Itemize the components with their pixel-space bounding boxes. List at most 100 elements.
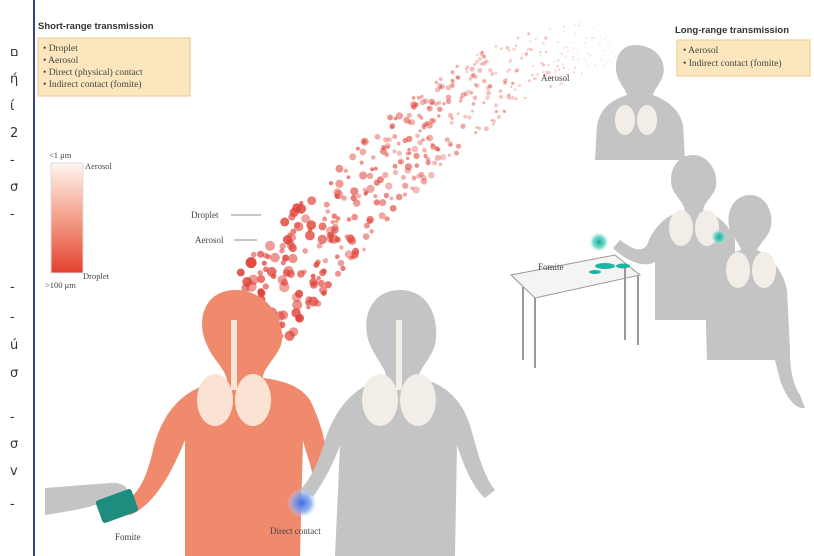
particle bbox=[302, 248, 308, 254]
particle bbox=[554, 61, 556, 63]
particle bbox=[600, 46, 601, 47]
particle bbox=[488, 84, 492, 88]
particle bbox=[390, 205, 397, 212]
particle bbox=[527, 32, 530, 35]
particle bbox=[484, 126, 489, 131]
particle bbox=[296, 315, 302, 321]
particle bbox=[587, 53, 589, 55]
particle bbox=[500, 48, 502, 50]
particle bbox=[596, 29, 597, 30]
particle bbox=[363, 188, 367, 192]
particle bbox=[450, 70, 454, 74]
particle bbox=[532, 65, 534, 67]
particle bbox=[482, 101, 485, 104]
particle bbox=[384, 193, 389, 198]
particle bbox=[601, 37, 602, 38]
particle bbox=[427, 135, 434, 142]
particle bbox=[351, 214, 358, 221]
direct-contact-label: Direct contact bbox=[270, 526, 321, 536]
particle bbox=[246, 257, 257, 268]
fomite-table-label: Fomite bbox=[538, 262, 564, 272]
particle bbox=[478, 57, 482, 61]
particle bbox=[422, 148, 427, 153]
particle bbox=[563, 31, 565, 33]
distant-person-top bbox=[595, 45, 685, 160]
sidebar-glyph: ή bbox=[10, 72, 18, 87]
particle bbox=[472, 102, 476, 106]
particle bbox=[567, 50, 569, 52]
long-range-item: • Aerosol bbox=[683, 46, 719, 56]
particle bbox=[533, 77, 535, 79]
particle bbox=[610, 61, 611, 62]
particle bbox=[593, 27, 594, 28]
particle bbox=[402, 183, 408, 189]
particle bbox=[450, 79, 454, 83]
particle bbox=[529, 48, 531, 50]
particle bbox=[323, 258, 328, 263]
particle bbox=[575, 66, 577, 68]
particle bbox=[415, 134, 420, 139]
short-range-item: • Droplet bbox=[43, 44, 78, 54]
particle bbox=[339, 245, 343, 249]
particle bbox=[350, 187, 358, 195]
particle bbox=[497, 115, 501, 119]
particle bbox=[591, 37, 593, 39]
particle bbox=[471, 110, 474, 113]
particle bbox=[466, 71, 469, 74]
particle bbox=[510, 86, 512, 88]
sidebar-glyph: v bbox=[10, 464, 18, 479]
particle bbox=[413, 153, 419, 159]
particle bbox=[380, 148, 387, 155]
particle bbox=[374, 167, 378, 171]
particle bbox=[607, 41, 608, 42]
particle bbox=[525, 53, 528, 56]
particle bbox=[263, 283, 269, 289]
particle bbox=[603, 55, 604, 56]
particle bbox=[302, 269, 307, 274]
sidebar-glyph: - bbox=[10, 497, 15, 512]
particle bbox=[495, 72, 498, 75]
particle bbox=[407, 148, 411, 152]
particle-size-scale bbox=[51, 163, 83, 273]
particle bbox=[421, 175, 427, 181]
particle bbox=[426, 157, 430, 161]
particle bbox=[413, 186, 420, 193]
particle bbox=[294, 222, 303, 231]
particle bbox=[475, 126, 478, 129]
particle bbox=[557, 41, 559, 43]
particle bbox=[347, 175, 351, 179]
particle bbox=[586, 22, 587, 23]
particle bbox=[319, 223, 327, 231]
particle bbox=[326, 209, 331, 214]
particle bbox=[574, 33, 576, 35]
particle bbox=[356, 147, 360, 151]
particle bbox=[594, 64, 596, 66]
particle bbox=[606, 62, 607, 63]
direct-contact-virus bbox=[287, 488, 317, 518]
sidebar-glyph: ί bbox=[10, 99, 14, 114]
scale-top-label: Aerosol bbox=[85, 161, 113, 171]
particle bbox=[344, 234, 348, 238]
diagram-canvas: Short-range transmission • Droplet • Aer… bbox=[35, 0, 814, 556]
particle bbox=[370, 167, 374, 171]
particle bbox=[499, 89, 502, 92]
particle bbox=[612, 51, 613, 52]
particle bbox=[299, 201, 303, 205]
particle bbox=[436, 147, 440, 151]
particle bbox=[412, 146, 419, 153]
particle bbox=[542, 42, 545, 45]
aerosol-label: Aerosol bbox=[195, 235, 224, 245]
particle bbox=[475, 84, 480, 89]
short-range-item: • Indirect contact (fomite) bbox=[43, 79, 142, 90]
particle bbox=[267, 267, 277, 277]
particle bbox=[588, 66, 590, 68]
particle bbox=[586, 38, 588, 40]
particle bbox=[324, 202, 330, 208]
particle bbox=[419, 129, 422, 132]
particle bbox=[257, 251, 264, 258]
particle bbox=[515, 68, 519, 72]
particle bbox=[317, 276, 321, 280]
particle bbox=[482, 61, 486, 65]
transmission-diagram: Short-range transmission • Droplet • Aer… bbox=[35, 0, 814, 556]
particle bbox=[415, 163, 420, 168]
